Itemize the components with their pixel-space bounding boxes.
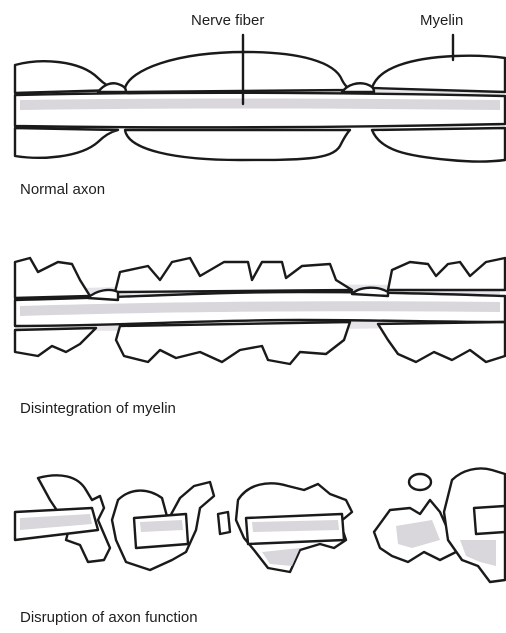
myelin-segment-damaged <box>15 328 96 356</box>
fiber-core-shade <box>20 99 500 111</box>
myelin-segment-damaged <box>388 258 505 290</box>
myelin-segment-damaged <box>116 322 350 364</box>
myelin-segment <box>125 130 350 160</box>
node-of-ranvier <box>352 288 388 296</box>
panel-disruption <box>15 468 505 582</box>
myelin-segment-damaged <box>378 322 505 362</box>
myelin-segment-damaged <box>115 258 352 292</box>
myelin-segment <box>125 52 350 92</box>
myelin-segment <box>372 56 505 92</box>
fiber-fragment-shade <box>140 520 183 532</box>
myelin-segment-damaged <box>15 258 90 298</box>
nerve-fiber-core <box>15 93 505 127</box>
caption-disruption: Disruption of axon function <box>20 609 198 626</box>
panel-normal-axon <box>15 35 505 162</box>
myelin-segment <box>372 128 505 162</box>
debris-ring <box>409 474 431 490</box>
caption-disintegration: Disintegration of myelin <box>20 400 176 417</box>
panel-disintegration <box>15 258 505 364</box>
label-myelin: Myelin <box>420 12 463 29</box>
fiber-fragment-shade <box>252 520 339 532</box>
myelin-segment <box>15 128 118 158</box>
node-of-ranvier <box>342 83 374 92</box>
label-nerve-fiber: Nerve fiber <box>191 12 264 29</box>
fiber-fragment <box>474 506 505 534</box>
fiber-fragment-small <box>218 512 230 534</box>
caption-normal-axon: Normal axon <box>20 181 105 198</box>
